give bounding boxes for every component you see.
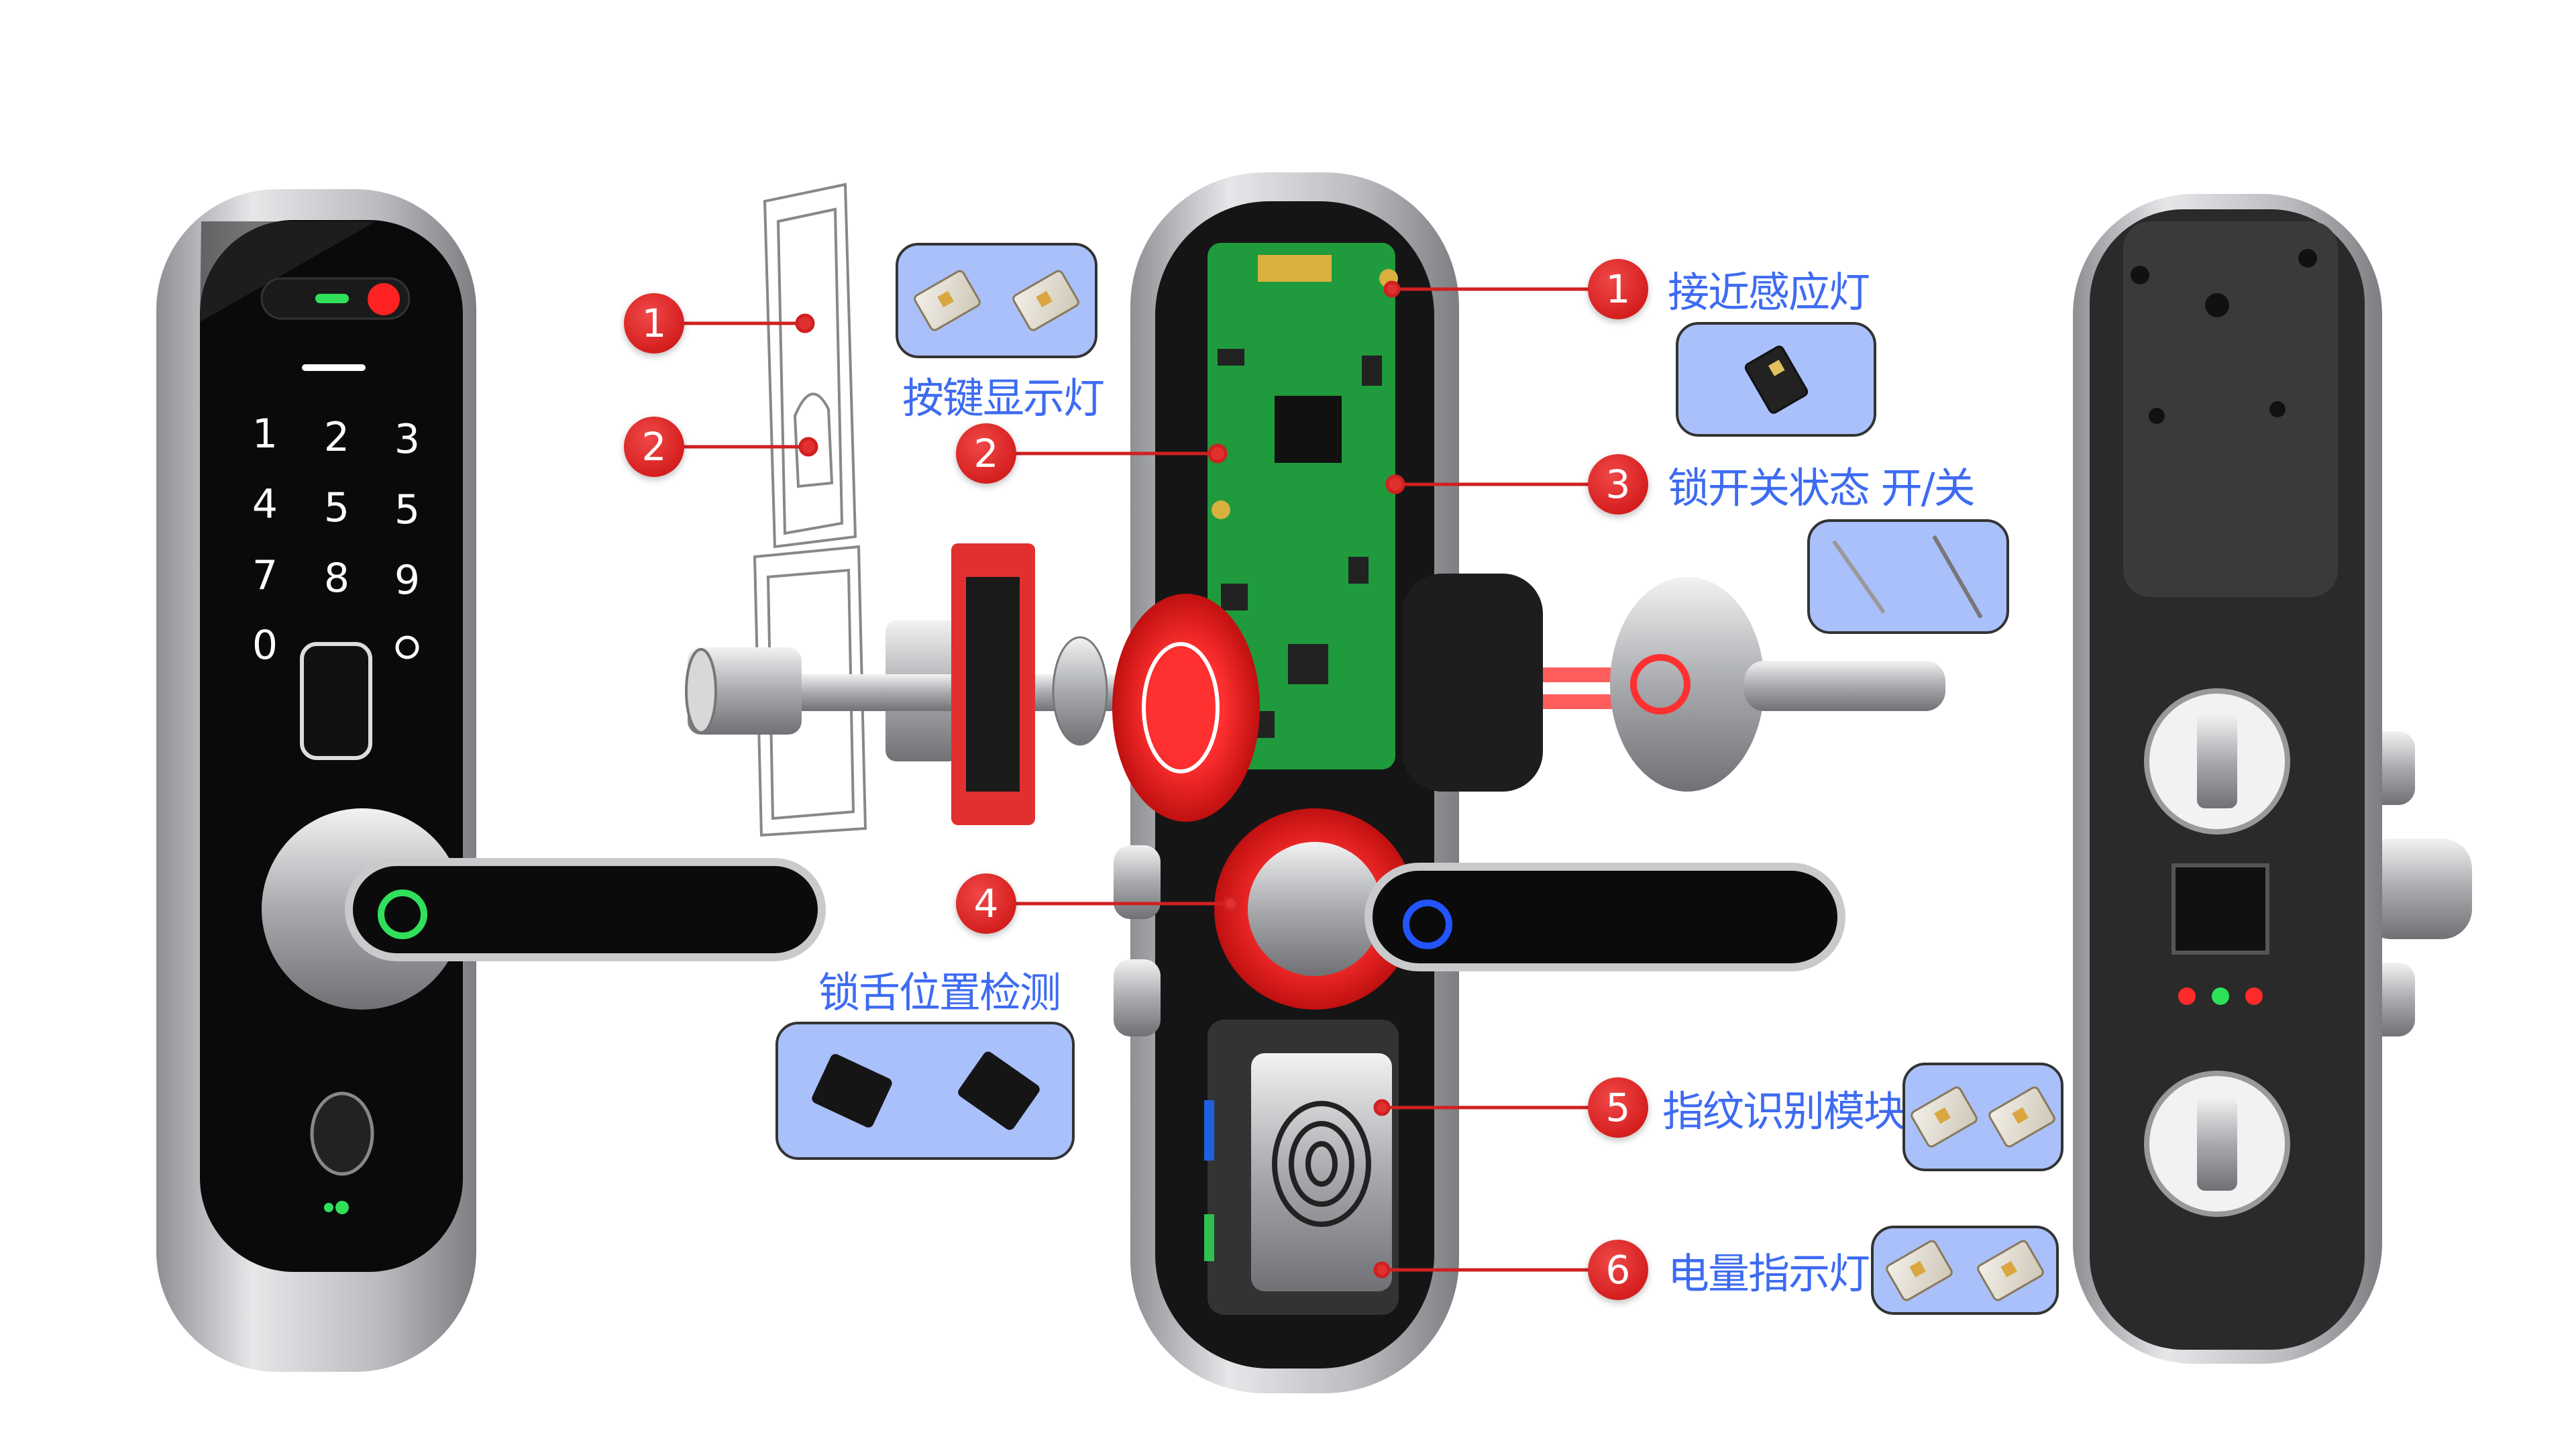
key-5[interactable]: 5 xyxy=(323,484,350,531)
key-2[interactable]: 2 xyxy=(323,414,350,461)
key-6[interactable]: 5 xyxy=(394,486,421,533)
front-lock-panel xyxy=(156,189,826,1372)
lock-cylinder xyxy=(685,543,1124,825)
smd-led-icon xyxy=(1986,1084,2057,1150)
smd-led-icon xyxy=(1909,1084,1980,1150)
proximity-light-label: 接近感应灯 xyxy=(1668,268,1870,317)
fingerprint-ring-icon xyxy=(378,890,427,939)
key-7[interactable]: 7 xyxy=(252,552,278,599)
fingerprint-ring-icon xyxy=(1403,900,1452,949)
callout-badge-2-left: 2 xyxy=(624,417,684,477)
key-backlight-label: 按键显示灯 xyxy=(902,374,1105,423)
key-8[interactable]: 8 xyxy=(323,555,350,602)
key-0[interactable]: 0 xyxy=(252,622,278,669)
proximity-sensor-box xyxy=(1676,322,1876,437)
internal-lock-body xyxy=(1112,172,1945,1393)
exploded-parts xyxy=(753,182,867,837)
callout-badge-4: 4 xyxy=(956,873,1016,934)
photo-interrupter-box xyxy=(775,1022,1075,1160)
callout-badge-5: 5 xyxy=(1588,1077,1648,1138)
key-1[interactable]: 1 xyxy=(252,411,278,458)
pcb-board xyxy=(1208,243,1395,769)
tilt-switch-box xyxy=(1807,519,2009,634)
callout-badge-3: 3 xyxy=(1588,454,1648,515)
latch-position-label: 锁舌位置检测 xyxy=(818,968,1061,1017)
proximity-sensor-icon xyxy=(1742,343,1810,416)
callout-badge-1-left: 1 xyxy=(624,293,684,354)
key-9[interactable]: 9 xyxy=(394,557,421,604)
battery-led-box xyxy=(1871,1226,2059,1315)
smd-led-icon xyxy=(912,268,983,333)
callout-badge-2: 2 xyxy=(956,423,1016,484)
smd-led-icon xyxy=(1975,1238,2046,1303)
green-led-icon xyxy=(315,294,349,303)
lock-state-label: 锁开关状态 开/关 xyxy=(1668,464,1976,513)
leader-lines xyxy=(654,280,1618,1279)
microcontroller-chip xyxy=(1275,396,1342,463)
key-4[interactable]: 4 xyxy=(252,481,278,528)
callout-badge-1: 1 xyxy=(1588,259,1648,319)
door-handle xyxy=(345,858,826,961)
smd-led-icon xyxy=(1010,268,1081,333)
fingerprint-icon xyxy=(310,1091,374,1176)
battery-indicator-label: 电量指示灯 xyxy=(1668,1249,1870,1298)
callout-badge-6: 6 xyxy=(1588,1240,1648,1300)
red-led-icon xyxy=(368,283,400,315)
fingerprint-led-box xyxy=(1902,1063,2063,1171)
smd-led-icon xyxy=(1884,1238,1955,1303)
smd-led-box xyxy=(896,243,1097,358)
fingerprint-module-label: 指纹识别模块 xyxy=(1662,1087,1905,1136)
fingerprint-window xyxy=(300,642,372,760)
key-3[interactable]: 3 xyxy=(394,416,421,463)
photo-interrupter-icon xyxy=(955,1049,1042,1132)
fingerprint-sensor xyxy=(1251,1053,1392,1291)
tilt-switch-icon xyxy=(1932,535,1983,619)
photo-interrupter-icon xyxy=(810,1052,894,1130)
rear-lock-panel xyxy=(2073,194,2472,1364)
bell-icon xyxy=(395,635,419,659)
tilt-switch-icon xyxy=(1832,539,1886,614)
